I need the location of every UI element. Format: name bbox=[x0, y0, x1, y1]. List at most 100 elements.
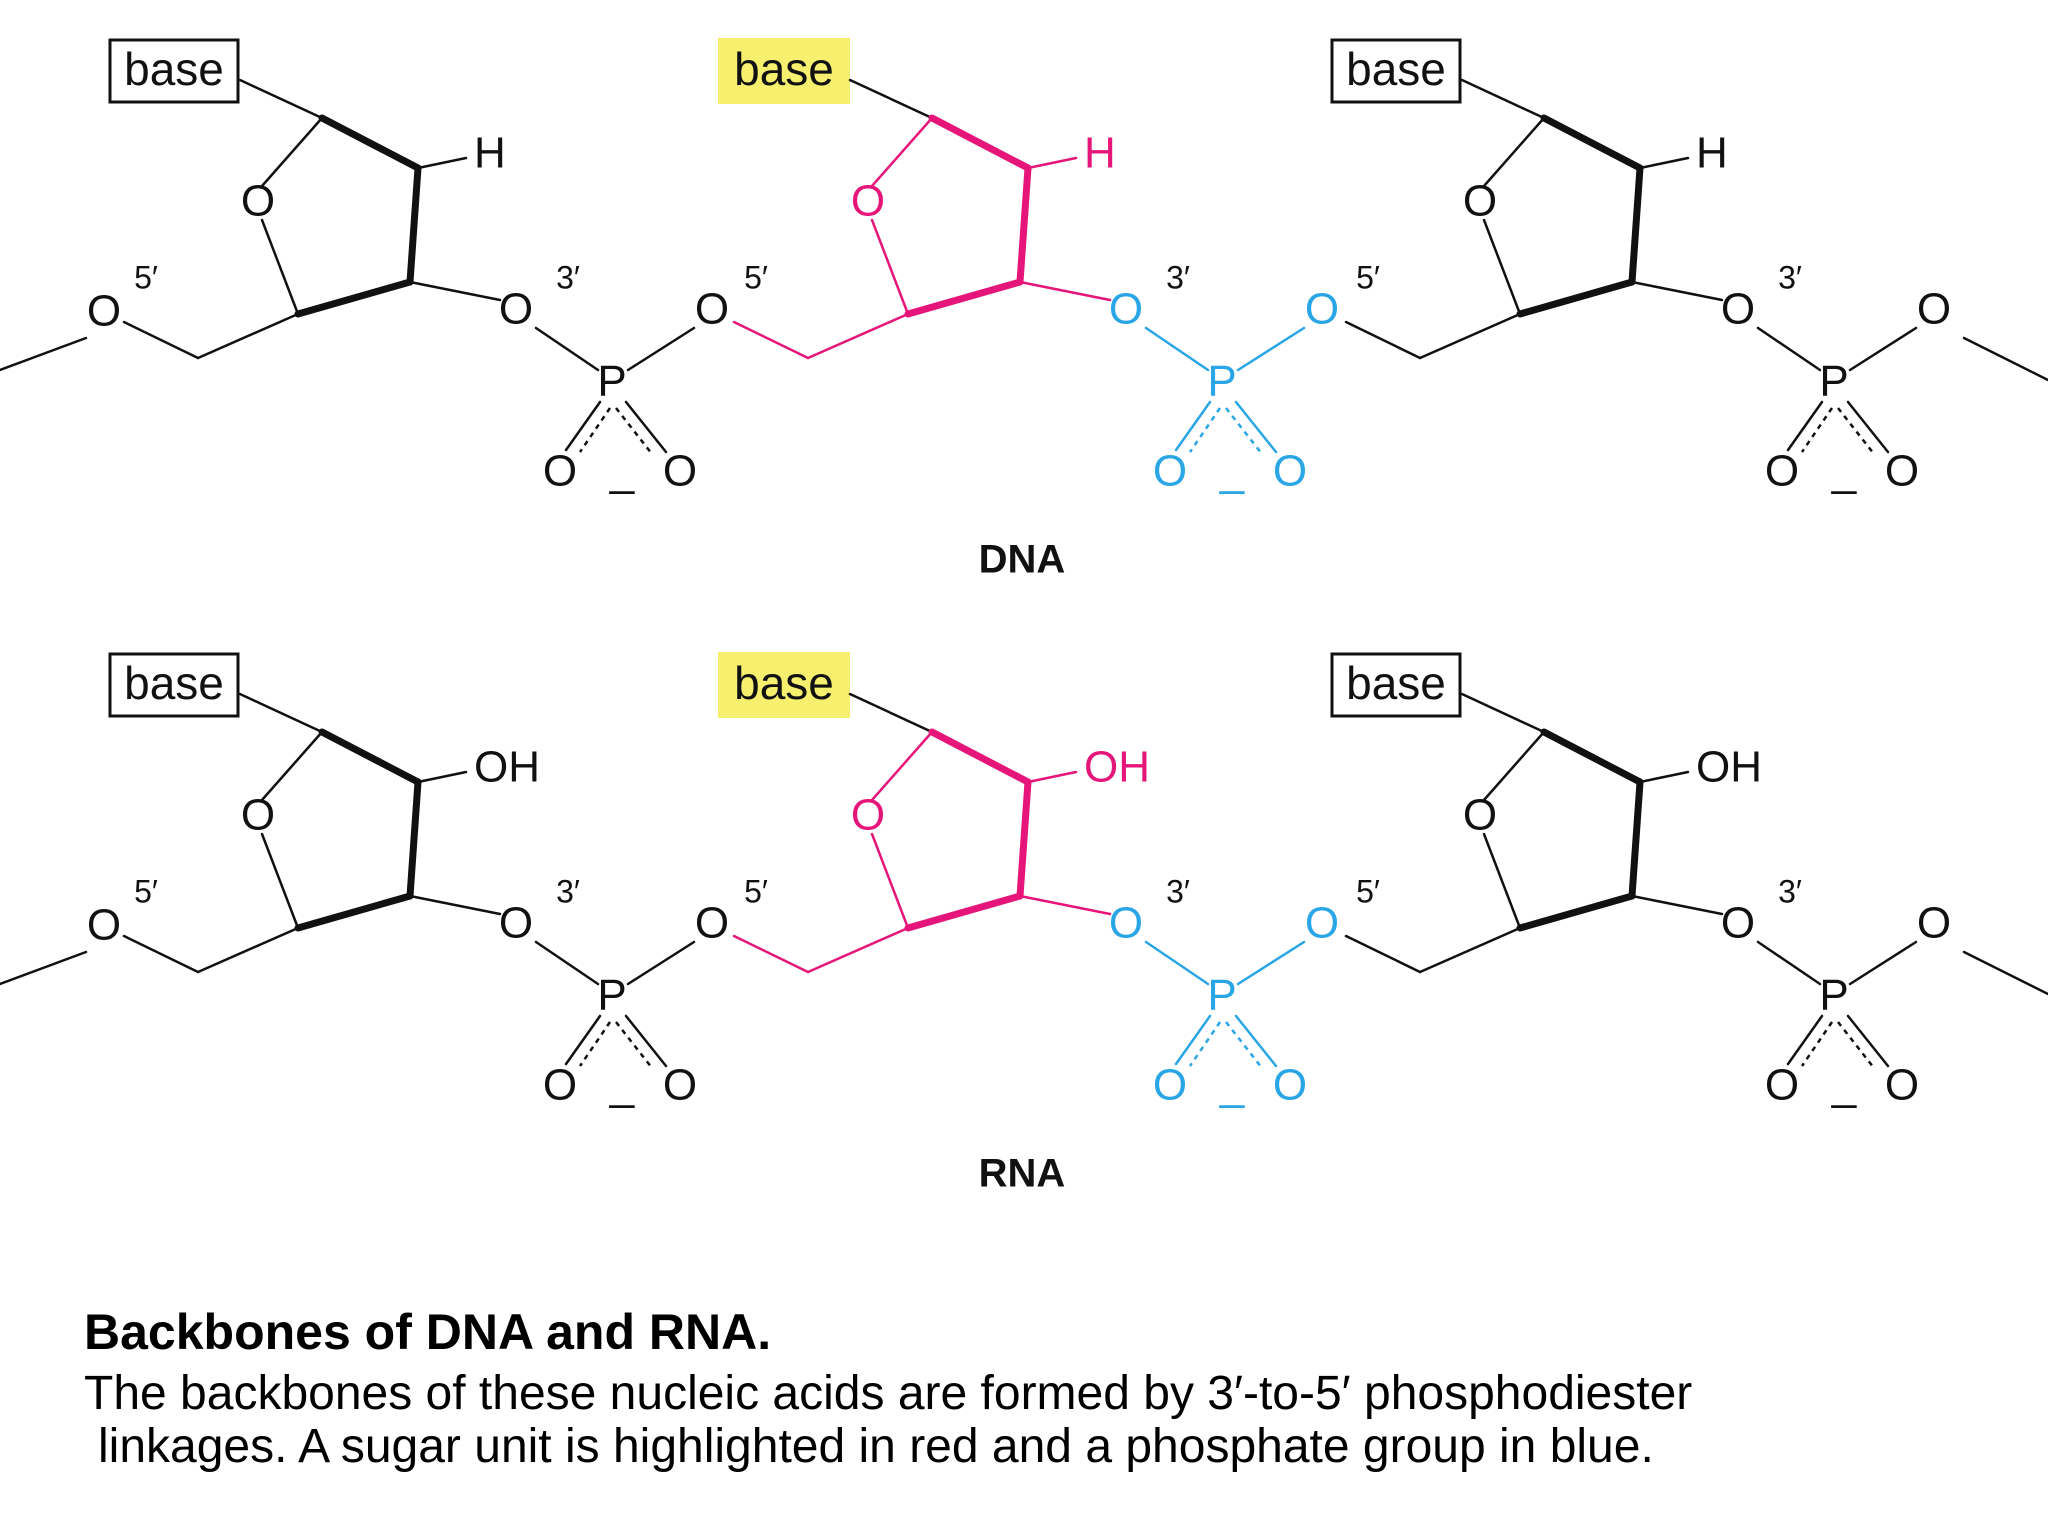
ring-bond-o-c1 bbox=[1482, 730, 1546, 802]
c5-o5-bond bbox=[732, 934, 810, 974]
three-prime-label: 3′ bbox=[1778, 259, 1802, 295]
five-prime-label: 5′ bbox=[1356, 873, 1380, 909]
ring-oxygen: O bbox=[241, 791, 275, 840]
ring-bond-c2-c3 bbox=[406, 778, 422, 900]
oxygen-3prime: O bbox=[1109, 899, 1143, 948]
c5-o5-bond bbox=[1344, 320, 1422, 360]
glycosidic-bond bbox=[1460, 692, 1546, 734]
oxygen-5prime: O bbox=[695, 899, 729, 948]
chain-continuation-right bbox=[1962, 950, 2048, 996]
three-prime-label: 3′ bbox=[1778, 873, 1802, 909]
p-o-partial-left bbox=[1800, 407, 1834, 453]
oxygen-5prime: O bbox=[1917, 899, 1951, 948]
c4-c5-bond bbox=[806, 926, 910, 974]
c2-substituent-bond bbox=[1026, 156, 1078, 170]
o3-p-bond bbox=[534, 326, 600, 372]
p-o-bond-right bbox=[1846, 400, 1890, 454]
ring-oxygen: O bbox=[851, 177, 885, 226]
c4-c5-bond bbox=[1418, 312, 1522, 360]
p-o5-bond bbox=[1848, 326, 1918, 372]
ring-bond-c2-c3 bbox=[1628, 164, 1644, 286]
p-o5-bond bbox=[626, 326, 696, 372]
caption: Backbones of DNA and RNA. The backbones … bbox=[84, 1305, 2004, 1474]
glycosidic-bond bbox=[848, 78, 934, 120]
c2-substituent-bond bbox=[416, 770, 468, 784]
glycosidic-bond bbox=[848, 692, 934, 734]
oxygen-3prime: O bbox=[1109, 285, 1143, 334]
three-prime-label: 3′ bbox=[1166, 259, 1190, 295]
base-label: base bbox=[1346, 657, 1446, 709]
ring-bond-c3-c4 bbox=[294, 892, 414, 932]
base-highlight-box bbox=[718, 38, 850, 104]
p-o-bond-left bbox=[564, 400, 602, 452]
oxygen-right: O bbox=[1273, 1061, 1307, 1110]
p-o-bond-left bbox=[1174, 400, 1212, 452]
c2-substituent-bond bbox=[1638, 156, 1690, 170]
five-prime-label: 5′ bbox=[744, 259, 768, 295]
ring-oxygen: O bbox=[851, 791, 885, 840]
p-o-bond-right bbox=[1234, 400, 1278, 454]
p-o-partial-left bbox=[578, 407, 612, 453]
ring-bond-o-c1 bbox=[870, 730, 934, 802]
c4-c5-bond bbox=[1418, 926, 1522, 974]
p-o-bond-left bbox=[564, 1014, 602, 1066]
o3-p-bond bbox=[1144, 326, 1210, 372]
ring-bond-c4-o bbox=[870, 832, 910, 930]
oxygen-3prime: O bbox=[1721, 285, 1755, 334]
o3-p-bond bbox=[1756, 326, 1822, 372]
ring-bond-o-c1 bbox=[260, 730, 324, 802]
base-label: base bbox=[734, 43, 834, 95]
c5-o5-bond bbox=[1344, 934, 1422, 974]
p-o5-bond bbox=[1236, 326, 1306, 372]
caption-body: The backbones of these nucleic acids are… bbox=[84, 1367, 2004, 1474]
ring-bond-c2-c3 bbox=[1016, 164, 1032, 286]
oxygen-right: O bbox=[663, 1061, 697, 1110]
oxygen-5prime-left: O bbox=[87, 287, 121, 336]
glycosidic-bond bbox=[238, 78, 324, 120]
caption-title: Backbones of DNA and RNA. bbox=[84, 1304, 772, 1360]
chain-continuation-left bbox=[0, 336, 88, 372]
base-label: base bbox=[734, 657, 834, 709]
oxygen-right: O bbox=[1885, 1061, 1919, 1110]
p-o-bond-left bbox=[1786, 1014, 1824, 1066]
p-o-bond-left bbox=[1786, 400, 1824, 452]
p-o-partial-left bbox=[1188, 407, 1222, 453]
ring-bond-c1-c2 bbox=[1540, 728, 1644, 786]
oxygen-5prime: O bbox=[695, 285, 729, 334]
c2-substituent: OH bbox=[1696, 743, 1762, 792]
phosphorus: P bbox=[1819, 357, 1848, 406]
p-o-bond-left bbox=[1174, 1014, 1212, 1066]
ring-bond-c1-c2 bbox=[318, 114, 422, 172]
ring-bond-c1-c2 bbox=[318, 728, 422, 786]
ring-bond-c2-c3 bbox=[1628, 778, 1644, 900]
oxygen-3prime: O bbox=[1721, 899, 1755, 948]
chain-continuation-right bbox=[1962, 336, 2048, 382]
oxygen-right: O bbox=[1885, 447, 1919, 496]
ring-oxygen: O bbox=[241, 177, 275, 226]
c5-o5-bond bbox=[122, 320, 200, 360]
p-o5-bond bbox=[626, 940, 696, 986]
ring-oxygen: O bbox=[1463, 177, 1497, 226]
strand-name: RNA bbox=[979, 1152, 1066, 1196]
base-highlight-box bbox=[718, 652, 850, 718]
c3-o3-bond bbox=[1630, 894, 1724, 916]
base-label: base bbox=[124, 657, 224, 709]
oxygen-right: O bbox=[1273, 447, 1307, 496]
negative-charge: _ bbox=[1219, 1061, 1245, 1110]
c2-substituent: H bbox=[474, 129, 506, 178]
oxygen-left: O bbox=[1765, 447, 1799, 496]
c2-substituent: OH bbox=[1084, 743, 1150, 792]
c4-c5-bond bbox=[196, 926, 300, 974]
p-o-bond-right bbox=[1234, 1014, 1278, 1068]
c2-substituent-bond bbox=[1638, 770, 1690, 784]
